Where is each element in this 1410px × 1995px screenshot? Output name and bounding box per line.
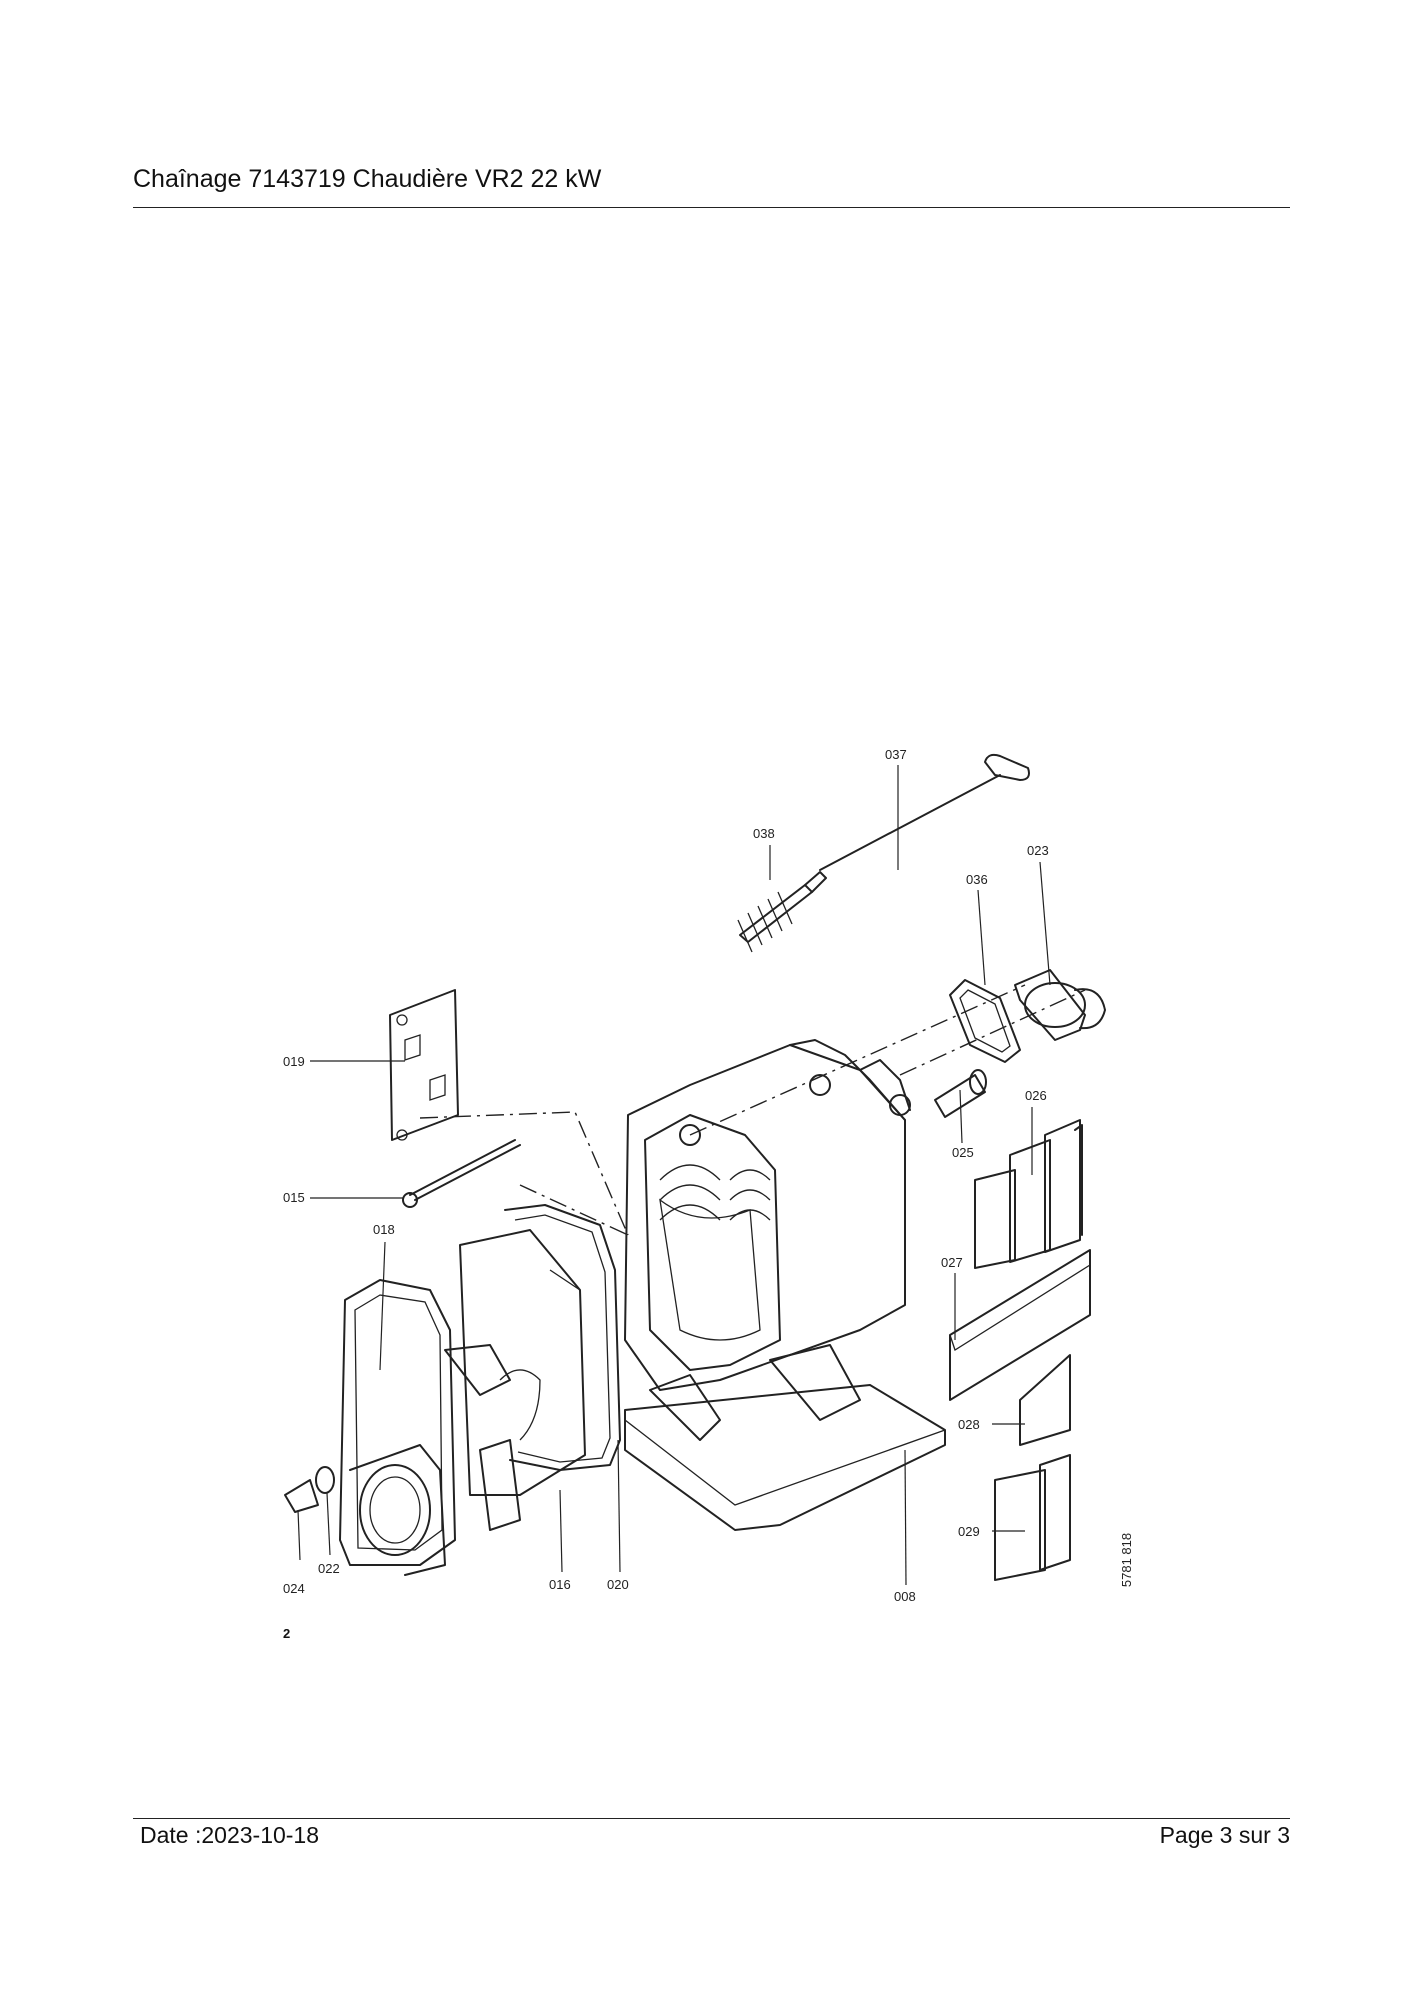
label-019: 019	[283, 1054, 305, 1069]
part-022-ring	[315, 1466, 335, 1494]
label-015: 015	[283, 1190, 305, 1205]
part-024-nozzle	[284, 1479, 319, 1513]
part-038-cleaning-brush	[737, 871, 827, 953]
leader-lines	[297, 765, 1051, 1586]
label-023: 023	[1027, 843, 1049, 858]
drawing-number: 5781 818	[1119, 1533, 1134, 1587]
label-036: 036	[966, 872, 988, 887]
figure-number: 2	[283, 1626, 290, 1641]
document-title: Chaînage 7143719 Chaudière VR2 22 kW	[133, 165, 602, 193]
part-008-base-frame	[624, 1344, 946, 1531]
part-015-probe	[402, 1139, 521, 1208]
part-023-flue-outlet	[1014, 969, 1106, 1041]
part-016-insulation	[459, 1229, 586, 1496]
label-022: 022	[318, 1561, 340, 1576]
label-027: 027	[941, 1255, 963, 1270]
label-026: 026	[1025, 1088, 1047, 1103]
label-028: 028	[958, 1417, 980, 1432]
part-027-panel	[949, 1249, 1091, 1401]
part-036-gasket	[949, 979, 1021, 1063]
part-029-baffle	[994, 1454, 1071, 1581]
footer-rule	[133, 1818, 1290, 1819]
label-037: 037	[885, 747, 907, 762]
label-029: 029	[958, 1524, 980, 1539]
footer-page-number: Page 3 sur 3	[1159, 1822, 1290, 1848]
label-025: 025	[952, 1145, 974, 1160]
heat-exchanger-body	[624, 1039, 911, 1391]
part-037-cleaning-rod	[819, 753, 1030, 871]
label-020: 020	[607, 1577, 629, 1592]
part-028-panel	[1019, 1354, 1071, 1446]
part-020-door-seal	[504, 1204, 621, 1471]
label-008: 008	[894, 1589, 916, 1604]
part-018-burner-door	[339, 1279, 521, 1566]
assembly-axis-3	[689, 984, 1026, 1136]
assembly-axis-2	[519, 1184, 629, 1236]
label-038: 038	[753, 826, 775, 841]
burner-fan-flange	[349, 1444, 446, 1576]
header-rule	[133, 207, 1290, 208]
assembly-axis-1	[419, 1111, 629, 1236]
footer-date: Date :2023-10-18	[140, 1822, 320, 1848]
part-019-bracket	[389, 989, 459, 1141]
part-025-connector	[934, 1069, 987, 1118]
label-024: 024	[283, 1581, 305, 1596]
part-026-baffles	[974, 1119, 1083, 1269]
assembly-axis-4	[899, 989, 1086, 1076]
label-016: 016	[549, 1577, 571, 1592]
label-018: 018	[373, 1222, 395, 1237]
